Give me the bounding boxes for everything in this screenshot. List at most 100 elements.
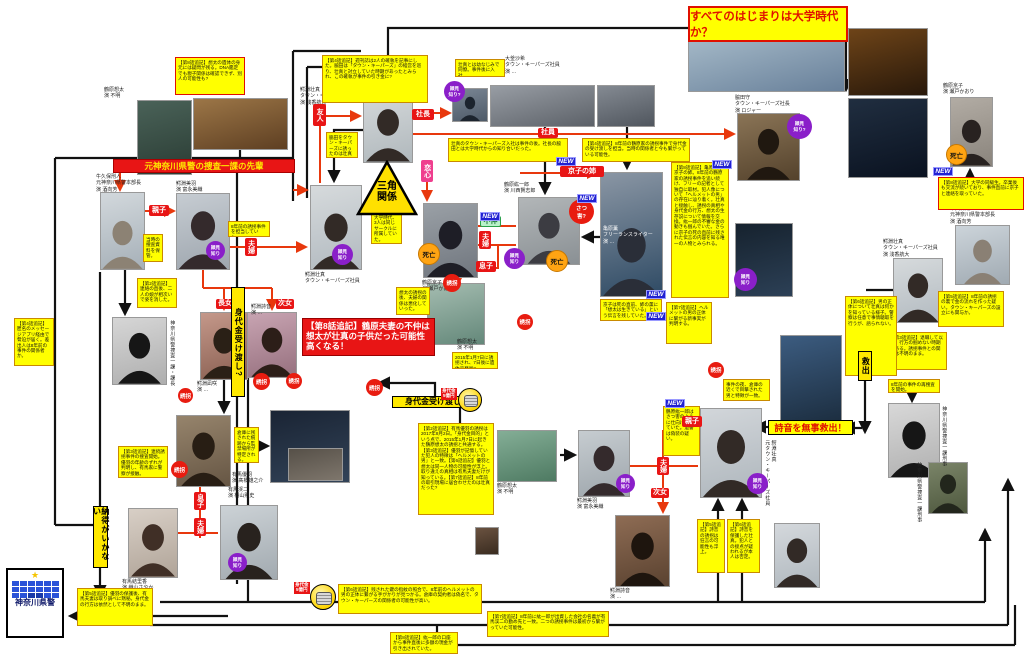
love-triangle-label: 三角 関係 — [377, 181, 397, 203]
badge-kidnap: 誘拐 — [171, 461, 188, 478]
person-silhouette — [366, 109, 410, 162]
caption-souta-newborn: 鶴原想太 演 不明 — [497, 483, 518, 496]
person-silhouette — [603, 227, 660, 296]
callout-shion-rescued: 詩音を無事救出！ — [768, 420, 853, 435]
badge-kidnap: 誘拐 — [253, 373, 270, 390]
caption-shion-1: 鰐淵詩音 演 … — [251, 304, 272, 317]
note-box-21: 事件の夜、倉庫の近くで目撃された男と特徴が一致。 — [723, 379, 770, 401]
rel-second-daughter-2: 次女 — [651, 488, 669, 498]
photo-dark-room-inset — [288, 448, 343, 481]
new-badge: NEW — [646, 290, 666, 299]
new-badge: NEW — [665, 399, 685, 408]
rel-employee: 社員 — [538, 128, 558, 138]
photo-keiji — [220, 505, 278, 580]
label-rescue: 救出 — [858, 351, 872, 381]
person-silhouette — [703, 430, 759, 497]
new-badge: NEW — [646, 312, 666, 321]
badge-death: 死亡 — [946, 144, 967, 165]
photo-detective-woman — [888, 403, 940, 478]
rel-kyoko-sister: 京子の姉 — [560, 166, 604, 177]
note-box-19: 【第2話追記】有馬優羽の誘拐は2017年8月2日。「身代金目的」という点で、20… — [418, 423, 494, 515]
person-silhouette — [619, 532, 666, 586]
photo-miu-left — [176, 193, 230, 270]
rel-friend: 友人 — [313, 104, 326, 126]
person-silhouette — [459, 96, 481, 121]
caption-police-chief: 神奈川県警捜査一課・課長 — [169, 320, 176, 386]
photo-souta-newborn — [497, 430, 557, 482]
person-silhouette — [747, 129, 790, 180]
callout-ex-police-senpai: 元神奈川県警の捜査一課の先輩 — [113, 159, 295, 173]
person-silhouette — [225, 522, 273, 579]
note-box-27: 【第5話追記】詩音の誘拐は狂言の可能性も浮上。 — [697, 519, 725, 573]
person-silhouette — [180, 432, 227, 486]
coin-ransom-2-tag: 身代金 5億円 — [294, 582, 310, 594]
note-box-25: 【第8話追記】紘一郎の口座から事件直後に多額の現金が引き出されていた。 — [390, 632, 458, 654]
note-box-20: 鶴原紘一郎はさつ害のように仕向けられていた。遺書は偽装の疑い。 — [663, 406, 700, 456]
caption-ogama: 大釜沙希 タウン・キーパーズ社員 演 … — [505, 56, 560, 75]
photo-cardboard-box — [193, 98, 288, 150]
note-box-14: 当時の捜査資料を保管。 — [143, 234, 163, 262]
caption-miu-left: 鰐淵美羽 演 富永美織 — [176, 181, 203, 194]
new-badge: NEW — [556, 157, 576, 166]
new-badge: NEW — [712, 160, 732, 169]
caption-soma-center-left: 鰐淵壮真 タウン・キーパーズ社員 — [305, 272, 360, 285]
photo-soma-right — [893, 258, 943, 323]
person-silhouette — [131, 524, 175, 577]
photo-ushikubo-right — [955, 225, 1010, 285]
person-silhouette — [931, 474, 965, 513]
money-stack-icon — [463, 395, 479, 408]
love-triangle-node: 三角 関係 — [355, 159, 419, 216]
badge-acquaintance: 顔見 知り — [734, 268, 757, 291]
new-badge: NEW — [577, 194, 597, 203]
label-not-convinced: 納得がいかない — [93, 506, 110, 568]
note-box-31: 壮真とは幼なじみで同僚。事件後に入社。 — [455, 59, 505, 77]
rel-couple-3: 夫婦 — [657, 457, 669, 475]
photo-denim-figure — [780, 335, 842, 435]
note-box-23: 【第5話追記】優羽の保護後、有馬夫妻は取り調べに黙秘。身代金の行方は依然として不… — [77, 588, 153, 626]
note-box-17: 【第3話追記】連続誘拐事件の捜査開始。優羽の年齢のずれが判明し、有馬家に警察が接… — [118, 446, 168, 478]
note-box-29: 2015年1月7日に誘拐され、7日後に遺体で発見? — [452, 352, 498, 369]
money-stack-icon — [316, 591, 332, 605]
photo-detective-man — [928, 462, 968, 514]
badge-acquaintance: 顔見 知り — [206, 241, 225, 260]
caption-ushikubo-left: 牛久保刑人 元神奈川県警本部長 演 酒向芳 — [96, 174, 142, 193]
label-ransom-handover-q: 身代金受け渡し? — [231, 287, 245, 397]
rel-second-daughter-1: 次女 — [276, 299, 294, 309]
note-box-16: 想太の誘拐の後、夫婦の関係は悪化していった。 — [396, 287, 430, 315]
police-label: 神奈川県警 — [15, 598, 55, 607]
badge-acquaintance: 顔見 知り — [747, 473, 768, 494]
note-box-4: 【第4話追記】8年前の鶴原家の誘拐事件で身代金の受け渡しを担当。当時の関係者と今… — [582, 138, 690, 162]
rel-couple-1: 夫婦 — [245, 238, 257, 256]
caption-nagisa: 鰐淵凪咲 演 … — [197, 381, 218, 394]
note-box-32: 脇田をタウン・キーパーズに誘ったのは壮真自身? — [326, 132, 358, 158]
new-badge: NEW — [480, 212, 500, 221]
photo-kaoru — [600, 172, 663, 297]
badge-acquaintance-q: 顔見 知り? — [444, 81, 465, 102]
photo-soma-top — [363, 93, 413, 163]
note-box-2: 【第4話追記】週刊誌は2人の確執を記事にした。脇田は「タウン・キーパーズ」の経営… — [322, 55, 428, 103]
caption-shion-2: 鰐淵詩音 演 … — [610, 588, 631, 601]
badge-kidnap: 誘拐 — [517, 314, 533, 330]
badge-murder-q: さつ 害? — [569, 199, 594, 224]
kanagawa-police-node: ★ 神奈川県警 — [6, 568, 64, 638]
rel-parentchild-1: 親子 — [149, 205, 169, 216]
note-box-8: 【第8話追記】亀原薫は京子の姉。8年前の鶴原家の誘拐事件を追い続け、フリーの記者… — [671, 162, 729, 298]
photo-university-trio — [688, 32, 845, 92]
note-box-11: 【第4話追記】匿名のメッセージアプリ経由で脅迫が届く。差出人は8年前の事件の関係… — [14, 318, 54, 366]
photo-soma-bottom-right — [774, 523, 820, 588]
caption-detective-man: 神奈川県警捜査一課刑事 — [916, 462, 923, 523]
police-building-icon — [8, 581, 62, 598]
note-box-12: 【第2話追記】連絡の直後、二人の娘が相次いで姿を消した。 — [137, 278, 177, 308]
caption-yuha: 有馬優羽 演 髙橋雄之介 — [232, 472, 264, 485]
person-silhouette — [583, 445, 625, 496]
note-box-26: 【第7話追記】8年前に紘一郎が出資した会社の名義が有馬渓二の勤め先と一致。二つの… — [487, 611, 609, 637]
note-box-15: 大学時代、3人は同じサークルに所属していた。 — [371, 212, 402, 244]
rel-parentchild-2: 親子 — [682, 416, 702, 427]
callout-ep8-note: 【第8話追記】鶴原夫妻の不仲は想太が壮真の子供だった可能性高くなる！ — [302, 318, 435, 356]
coin-ransom-1 — [458, 388, 482, 412]
photo-kyoko-center — [423, 203, 478, 278]
badge-acquaintance: 顔見 知り — [616, 474, 635, 493]
photo-shion-2 — [615, 515, 670, 587]
rel-president: 社長 — [412, 109, 434, 120]
